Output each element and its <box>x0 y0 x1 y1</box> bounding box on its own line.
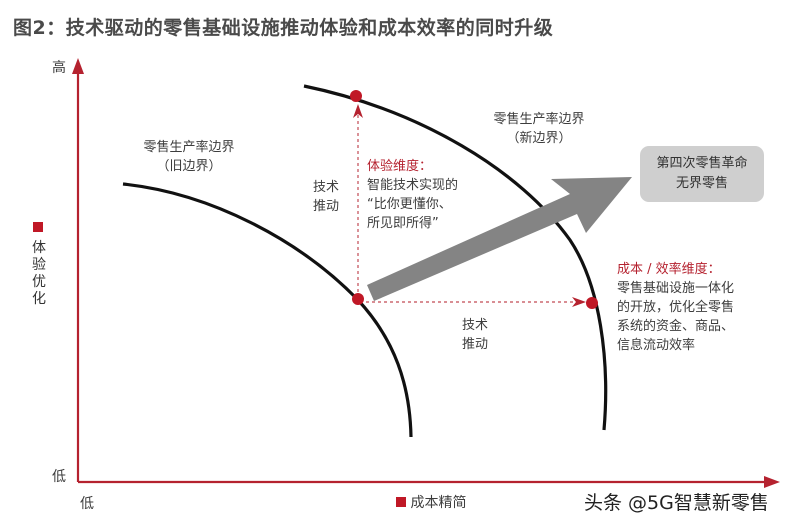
experience-dimension-heading: 体验维度： <box>367 159 433 174</box>
y-axis-high-label: 高 <box>52 60 66 76</box>
x-axis-low-label: 低 <box>80 496 94 512</box>
x-axis-title: 成本精简 <box>396 494 466 513</box>
x-axis-arrow-icon <box>764 476 780 488</box>
tech-push-vertical-label: 技术 推动 <box>313 180 340 214</box>
y-axis-arrow-icon <box>72 58 84 74</box>
y-axis-title: 体验优化 <box>32 222 46 308</box>
old-frontier-curve <box>122 182 413 438</box>
new-frontier-curve <box>303 84 608 431</box>
vertical-push-arrow-icon <box>353 104 363 118</box>
y-axis-low-label: 低 <box>52 469 66 485</box>
figure-title: 图2：技术驱动的零售基础设施推动体验和成本效率的同时升级 <box>13 17 554 39</box>
retail-revolution-box: 第四次零售革命 无界零售 <box>640 146 764 202</box>
tech-push-horizontal-label: 技术 推动 <box>462 318 489 352</box>
watermark: 头条 @5G智慧新零售 <box>584 492 769 514</box>
experience-dimension-text: 体验维度： 智能技术实现的 “比你更懂你、 所见即所得” <box>367 159 459 231</box>
new-frontier-label: 零售生产率边界 （新边界） <box>493 112 585 146</box>
new-frontier-right-point <box>586 297 598 309</box>
horizontal-push-arrow-icon <box>572 297 586 307</box>
old-frontier-label: 零售生产率边界 （旧边界） <box>143 140 235 174</box>
red-square-icon <box>33 222 43 232</box>
upgrade-arrow-icon <box>367 177 632 301</box>
x-axis-label: 成本精简 <box>410 495 467 511</box>
red-square-icon <box>396 497 406 507</box>
old-frontier-point <box>352 293 364 305</box>
cost-dimension-heading: 成本 / 效率维度： <box>617 262 721 277</box>
axes <box>72 58 780 488</box>
cost-dimension-text: 成本 / 效率维度： 零售基础设施一体化 的开放，优化全零售 系统的资金、商品、… <box>617 262 735 353</box>
y-axis-label: 体验优化 <box>32 240 46 307</box>
new-frontier-top-point <box>350 90 362 102</box>
